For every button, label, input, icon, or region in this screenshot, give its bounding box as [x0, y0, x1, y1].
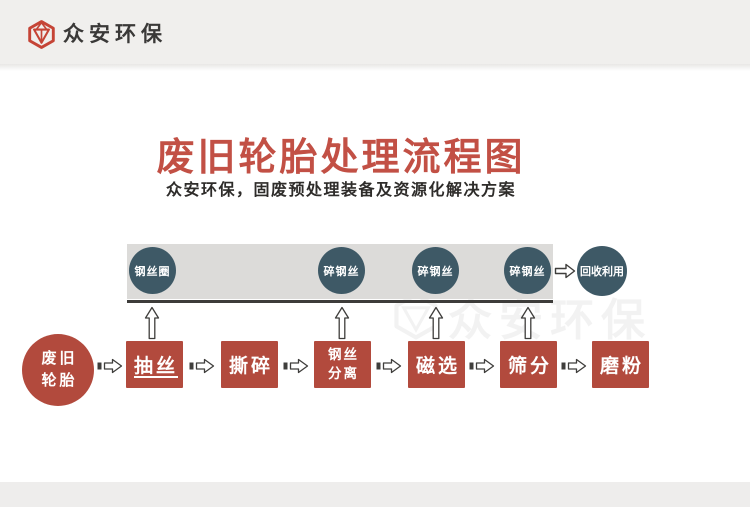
footer-strip: [0, 482, 750, 507]
step-label: 筛分: [507, 356, 552, 377]
step-screening: 筛分: [500, 341, 557, 388]
step-grinding: 磨粉: [592, 341, 649, 388]
source-line-2: 轮胎: [41, 372, 78, 389]
up-arrow-icon-3: [428, 306, 444, 340]
step-label: 抽丝: [133, 356, 178, 377]
site-header: 众安环保: [0, 0, 750, 71]
step-label: 撕碎: [228, 356, 273, 377]
up-arrow-icon-4: [520, 306, 536, 340]
flow-arrow-icon-5: [469, 358, 495, 374]
source-line-1: 废旧: [41, 349, 78, 367]
step-wire-drawing: 抽丝: [126, 341, 183, 388]
output-circle-scrap-wire-1: 碎钢丝: [318, 247, 365, 294]
page-title: 废旧轮胎处理流程图: [156, 137, 526, 179]
flow-arrow-icon-2: [189, 358, 215, 374]
flow-arrow-icon-3: [283, 358, 309, 374]
flow-arrow-icon-4: [376, 358, 402, 374]
source-circle-waste-tires: 废旧 轮胎: [22, 334, 94, 406]
brand-logo[interactable]: 众安环保: [27, 20, 167, 49]
flow-arrow-icon-6: [561, 358, 587, 374]
step-shredding: 撕碎: [221, 341, 278, 388]
gem-hexagon-icon: [28, 20, 55, 49]
output-circle-bead-wire: 钢丝圈: [129, 247, 176, 294]
output-rail-line: [127, 300, 553, 303]
up-arrow-icon-2: [334, 306, 350, 340]
recycle-arrow-icon: [554, 263, 576, 279]
step-label: 磁选: [415, 356, 460, 377]
recycle-circle: 回收利用: [577, 246, 627, 296]
step-magnetic-separation: 磁选: [408, 341, 465, 388]
page-subtitle: 众安环保，固废预处理装备及资源化解决方案: [165, 182, 516, 199]
step-label-line2: 分离: [328, 365, 359, 381]
flow-arrow-icon-1: [97, 358, 123, 374]
step-wire-separation: 钢丝 分离: [314, 341, 371, 388]
step-label: 磨粉: [599, 356, 644, 377]
output-circle-scrap-wire-2: 碎钢丝: [412, 247, 459, 294]
up-arrow-icon-1: [144, 306, 160, 340]
output-circle-scrap-wire-3: 碎钢丝: [504, 247, 551, 294]
brand-name[interactable]: 众安环保: [63, 23, 167, 46]
step-label-line1: 钢丝: [328, 346, 359, 362]
